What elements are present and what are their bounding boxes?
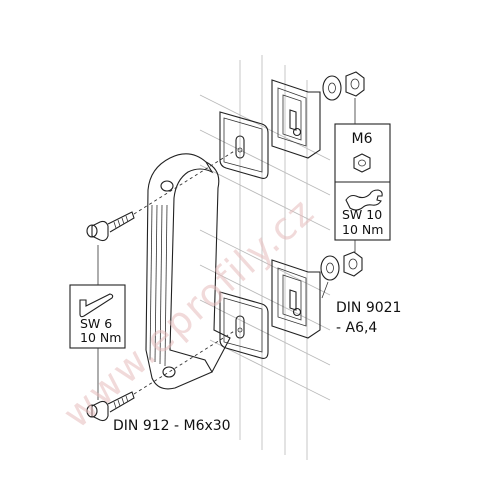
washer-spec-label-2: - A6,4	[336, 320, 377, 336]
upper-slot-nut	[271, 79, 321, 159]
wrench-icon	[345, 189, 383, 211]
profile-grid	[199, 55, 331, 460]
hex-key-info-box: SW 6 10 Nm	[69, 284, 126, 349]
lower-washer	[320, 255, 340, 281]
upper-end-cap	[219, 111, 269, 179]
lower-end-cap	[219, 291, 269, 359]
handle-body	[145, 153, 231, 390]
hex-key-torque-label: 10 Nm	[80, 330, 121, 345]
washer-spec-label: DIN 9021	[336, 300, 401, 316]
hex-key-size-label: SW 6	[80, 316, 112, 331]
nut-size-label: M6	[352, 131, 373, 147]
wrench-torque-label: 10 Nm	[342, 222, 383, 237]
upper-washer	[322, 75, 342, 101]
washer-leader	[321, 281, 329, 299]
lower-screw	[86, 391, 135, 422]
lower-axis-line	[133, 329, 237, 395]
wrench-size-label: SW 10	[342, 207, 382, 222]
screw-spec-label: DIN 912 - M6x30	[113, 418, 231, 434]
lower-nut	[343, 251, 363, 277]
nut-info-box: M6 SW 10 10 Nm	[334, 123, 391, 241]
hex-key-icon	[79, 293, 114, 318]
upper-axis-line	[133, 149, 237, 215]
nut-icon	[353, 153, 371, 173]
upper-screw	[86, 211, 135, 242]
upper-nut	[345, 71, 365, 97]
lower-slot-nut	[271, 259, 321, 339]
